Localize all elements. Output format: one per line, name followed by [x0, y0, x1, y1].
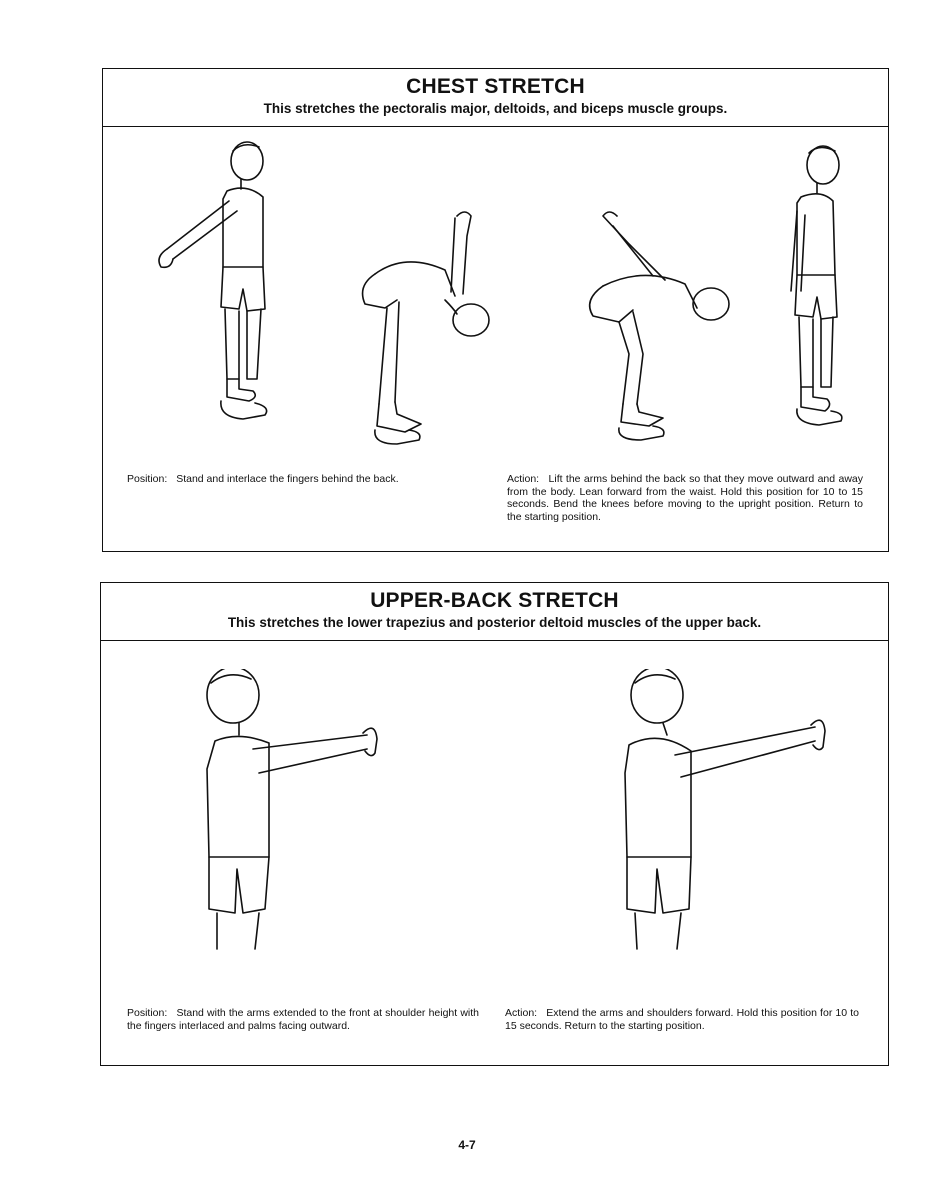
chest-figure-standing-arms-back [143, 139, 283, 439]
upper-back-stretch-panel: UPPER-BACK STRETCH This stretches the lo… [100, 582, 889, 1066]
chest-action-text: Lift the arms behind the back so that th… [507, 473, 864, 523]
upper-back-position-label: Position: [127, 1007, 168, 1019]
chest-figure-bent-knees [573, 204, 743, 449]
chest-stretch-subtitle: This stretches the pectoralis major, del… [263, 101, 728, 116]
upper-back-stretch-title: UPPER-BACK STRETCH [370, 589, 619, 612]
chest-action-label: Action: [507, 473, 540, 485]
upper-back-position-text: Stand with the arms extended to the fron… [127, 1007, 480, 1032]
upper-back-stretch-subtitle: This stretches the lower trapezius and p… [227, 615, 762, 630]
upper-back-action-caption: Action: Extend the arms and shoulders fo… [505, 1007, 859, 1032]
upper-back-figure-shoulders-forward [599, 669, 839, 959]
page-number: 4-7 [458, 1138, 476, 1152]
chest-figure-standing-upright [775, 141, 865, 441]
chest-stretch-header: CHEST STRETCH This stretches the pectora… [103, 69, 888, 127]
chest-stretch-title: CHEST STRETCH [406, 75, 585, 98]
upper-back-figure-arms-extended [199, 669, 389, 959]
upper-back-position-caption: Position: Stand with the arms extended t… [127, 1007, 479, 1032]
upper-back-action-text: Extend the arms and shoulders forward. H… [505, 1007, 859, 1032]
chest-position-text: Stand and interlace the fingers behind t… [176, 473, 399, 485]
chest-action-caption: Action: Lift the arms behind the back so… [507, 473, 863, 523]
chest-position-label: Position: [127, 473, 168, 485]
chest-figure-bent-forward [335, 204, 495, 449]
upper-back-stretch-header: UPPER-BACK STRETCH This stretches the lo… [101, 583, 888, 641]
chest-stretch-panel: CHEST STRETCH This stretches the pectora… [102, 68, 889, 552]
chest-position-caption: Position: Stand and interlace the finger… [127, 473, 467, 486]
upper-back-action-label: Action: [505, 1007, 538, 1019]
